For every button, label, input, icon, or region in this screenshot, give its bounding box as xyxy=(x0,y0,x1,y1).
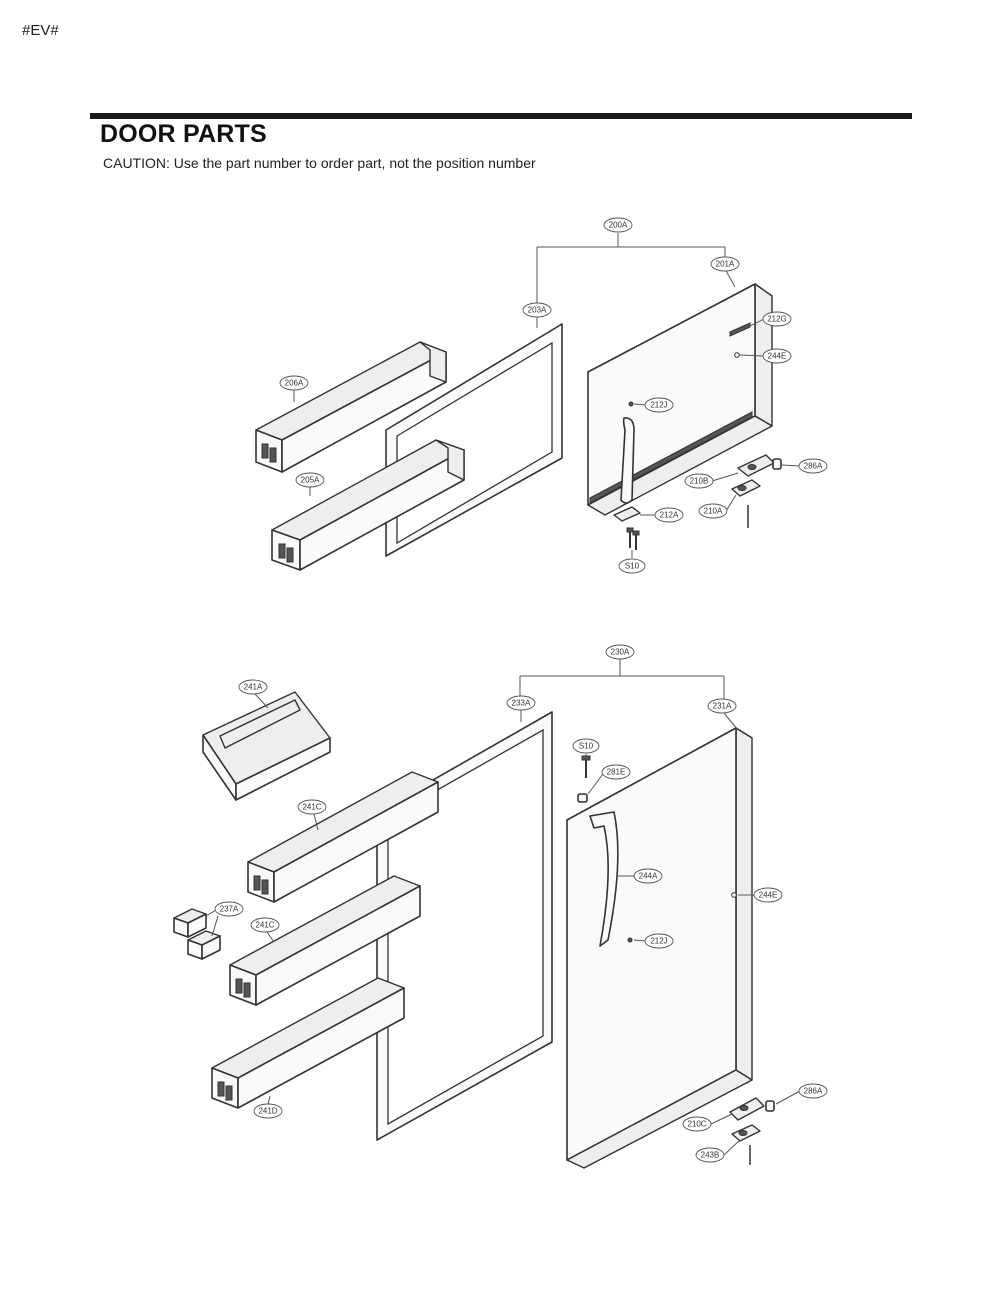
svg-text:S10: S10 xyxy=(579,742,594,751)
top-door-assembly xyxy=(255,233,801,571)
callout-281E: 281E xyxy=(601,764,631,780)
callout-212J-top: 212J xyxy=(644,397,674,413)
svg-text:S10: S10 xyxy=(625,562,640,571)
title-rule xyxy=(90,113,912,119)
callout-286A-top: 286A xyxy=(798,458,828,474)
callout-S10-bottom: S10 xyxy=(572,738,600,754)
callout-201A: 201A xyxy=(710,256,740,272)
callout-244A: 244A xyxy=(633,868,663,884)
svg-text:230A: 230A xyxy=(611,648,630,657)
cap-286A xyxy=(772,458,782,470)
callout-244E-top: 244E xyxy=(762,348,792,364)
callout-241D: 241D xyxy=(253,1103,283,1119)
svg-text:231A: 231A xyxy=(713,702,732,711)
screw-S10-bottom xyxy=(581,755,591,778)
dairy-bin-241A xyxy=(202,691,331,801)
svg-text:212A: 212A xyxy=(660,511,679,520)
svg-text:244A: 244A xyxy=(639,872,658,881)
callout-205A: 205A xyxy=(295,472,325,488)
svg-text:210C: 210C xyxy=(687,1120,706,1129)
svg-text:212J: 212J xyxy=(650,937,667,946)
svg-text:237A: 237A xyxy=(220,905,239,914)
callout-241C-upper: 241C xyxy=(297,799,327,815)
callout-230A: 230A xyxy=(605,644,635,660)
svg-text:206A: 206A xyxy=(285,379,304,388)
callout-231A: 231A xyxy=(707,698,737,714)
svg-text:210B: 210B xyxy=(690,477,709,486)
cap-286A-bottom xyxy=(765,1100,775,1112)
callout-206A: 206A xyxy=(279,375,309,391)
page-title: DOOR PARTS xyxy=(100,120,267,148)
callout-237A: 237A xyxy=(214,901,244,917)
svg-text:244E: 244E xyxy=(768,352,787,361)
callout-212J-bottom: 212J xyxy=(644,933,674,949)
bin-205A xyxy=(271,439,465,571)
callout-200A: 200A xyxy=(603,217,633,233)
screw-S10 xyxy=(626,527,640,550)
svg-text:205A: 205A xyxy=(301,476,320,485)
bin-241D xyxy=(211,977,405,1109)
handle-212A xyxy=(620,417,635,504)
handle-cap xyxy=(613,506,641,522)
callout-241C-lower: 241C xyxy=(250,917,280,933)
svg-text:203A: 203A xyxy=(528,306,547,315)
svg-text:241A: 241A xyxy=(244,683,263,692)
bin-241C-upper xyxy=(247,771,439,903)
callout-241A: 241A xyxy=(238,679,268,695)
svg-text:241D: 241D xyxy=(258,1107,277,1116)
caution-note: CAUTION: Use the part number to order pa… xyxy=(103,155,536,171)
svg-text:201A: 201A xyxy=(716,260,735,269)
svg-text:233A: 233A xyxy=(512,699,531,708)
callout-203A: 203A xyxy=(522,302,552,318)
callout-233A: 233A xyxy=(506,695,536,711)
svg-text:241C: 241C xyxy=(302,803,321,812)
svg-text:200A: 200A xyxy=(609,221,628,230)
gasket-233A xyxy=(376,711,553,1141)
handle-244A xyxy=(589,811,619,947)
bin-241C-lower xyxy=(229,875,421,1006)
freezer-door-201A xyxy=(587,283,773,516)
callout-S10-top: S10 xyxy=(618,558,646,574)
callout-243B: 243B xyxy=(695,1147,725,1163)
cap-281E xyxy=(577,793,588,803)
callout-210C: 210C xyxy=(682,1116,712,1132)
bin-206A xyxy=(255,341,447,473)
svg-text:210A: 210A xyxy=(704,507,723,516)
callout-244E-bottom: 244E xyxy=(753,887,783,903)
callout-212A: 212A xyxy=(654,507,684,523)
svg-text:212G: 212G xyxy=(767,315,787,324)
callout-286A-bottom: 286A xyxy=(798,1083,828,1099)
bottom-door-assembly xyxy=(173,659,801,1169)
svg-text:244E: 244E xyxy=(759,891,778,900)
svg-text:286A: 286A xyxy=(804,462,823,471)
document-code: #EV# xyxy=(22,22,59,39)
callout-210B: 210B xyxy=(684,473,714,489)
svg-text:243B: 243B xyxy=(701,1151,720,1160)
svg-text:212J: 212J xyxy=(650,401,667,410)
svg-text:241C: 241C xyxy=(255,921,274,930)
svg-text:286A: 286A xyxy=(804,1087,823,1096)
svg-text:281E: 281E xyxy=(607,768,626,777)
callout-210A: 210A xyxy=(698,503,728,519)
callout-212G: 212G xyxy=(762,311,792,327)
